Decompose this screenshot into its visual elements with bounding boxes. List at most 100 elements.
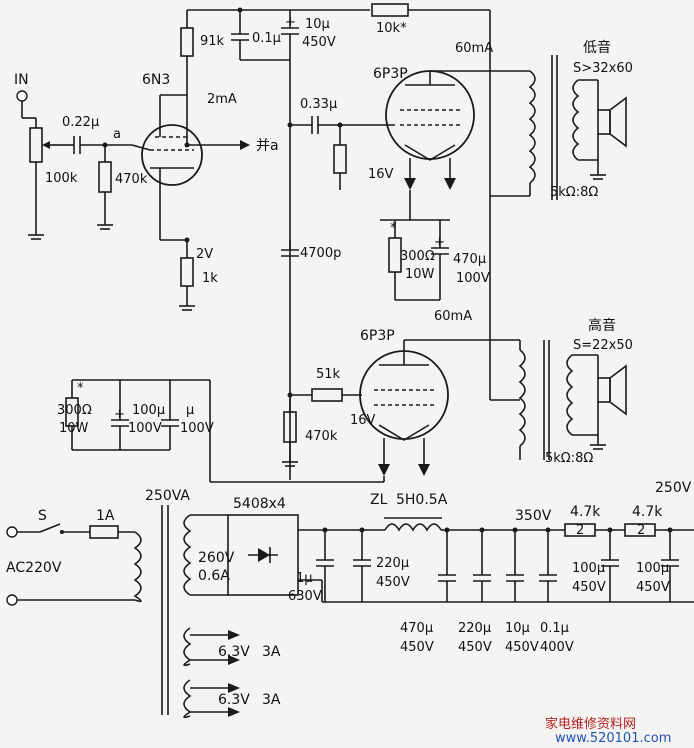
hv-secondary: 260V [198, 550, 235, 566]
bass-output-transformer [490, 55, 598, 200]
cathode3-voltage: 16V [350, 413, 376, 428]
lower-grid-network [282, 388, 362, 467]
tube2-label: 6P3P [373, 66, 408, 82]
cf8-rating: 450V [636, 580, 670, 595]
cf2-value: 220μ [376, 556, 409, 571]
cathode2-voltage: 16V [368, 167, 394, 182]
hv-secondary-current: 0.6A [198, 568, 230, 584]
pot-value: 100k [45, 171, 78, 186]
fuse-label: 1A [96, 508, 115, 524]
cap-4700p [281, 240, 299, 257]
choke-label: ZL [370, 492, 388, 508]
lower-tube-current: 60mA [434, 309, 472, 324]
bias-resistor-watt: 10W [59, 421, 89, 436]
plate-resistor-value: 91k [200, 34, 225, 49]
bass-speaker-icon [590, 80, 627, 180]
heater2-voltage: 6.3V [218, 692, 250, 708]
cap-4700p-value: 4700p [300, 246, 341, 261]
tube3-label: 6P3P [360, 328, 395, 344]
heater2-current: 3A [262, 692, 281, 708]
node-a-label: a [113, 127, 121, 142]
tube-6p3p-upper [385, 70, 490, 190]
input-coupling-cap [62, 136, 132, 154]
cathode1-voltage: 2V [196, 247, 213, 262]
bias-resistor: 300Ω [57, 403, 92, 418]
tube-6n3 [131, 95, 203, 240]
v350-label: 350V [515, 508, 552, 524]
cathode1-resistor-value: 1k [202, 271, 218, 286]
upper-cathode-cap: 470μ [453, 252, 486, 267]
lower-grid-resistor: 51k [316, 367, 341, 382]
svg-text:+: + [434, 235, 445, 250]
input-jack [16, 90, 36, 119]
treble-xf-ratio: 5kΩ:8Ω [545, 451, 593, 466]
upper-cathode-resistor: 300Ω [400, 249, 435, 264]
bass-label: 低音 [583, 39, 611, 56]
tube-6p3p-lower [359, 339, 520, 476]
tube2-current: 60mA [455, 41, 493, 56]
choke-rating: 5H0.5A [396, 492, 448, 508]
upper-cathode-resistor-watt: 10W [405, 267, 435, 282]
switch-label: S [38, 508, 47, 524]
treble-speaker-icon [590, 355, 627, 450]
cf4-rating: 450V [458, 640, 492, 655]
decoupling-cap-0.1u [231, 10, 249, 60]
treble-label: 高音 [588, 317, 616, 334]
cf6-rating: 400V [540, 640, 574, 655]
grid-leak-upper [333, 122, 347, 190]
heater1-voltage: 6.3V [218, 644, 250, 660]
cf3-value: 470μ [400, 621, 433, 636]
bridge-rectifier [227, 514, 322, 596]
watermark-cn: 家电维修资料网 [545, 716, 636, 732]
r-4.7k-b: 4.7k [632, 504, 663, 520]
grid-resistor-470k [97, 142, 113, 230]
filter-rail [321, 517, 694, 603]
cf1-rating: 630V [288, 589, 322, 604]
watermark-url: www.520101.com [555, 731, 671, 746]
r-small-b: 2 [637, 523, 645, 538]
bass-speaker-size: S>32x60 [573, 61, 633, 76]
output-a-label: 并a [256, 138, 279, 154]
dropping-resistor-value: 10k* [376, 21, 407, 36]
cf3-rating: 450V [400, 640, 434, 655]
bias-network-left: + [65, 379, 385, 483]
upper-cathode-cap-rating: 100V [456, 271, 490, 286]
mains-input [6, 523, 135, 606]
power-xf-rating: 250VA [145, 488, 190, 504]
bias-cap1-rating: 100V [128, 421, 162, 436]
bridge-label: 5408x4 [233, 496, 286, 512]
treble-speaker-size: S=22x50 [573, 338, 633, 353]
r-4.7k-a: 4.7k [570, 504, 601, 520]
bias-star: * [77, 381, 84, 396]
r-small-a: 2 [576, 523, 584, 538]
grid-resistor-value: 470k [115, 172, 148, 187]
cf7-value: 100μ [572, 561, 605, 576]
volume-pot [28, 118, 62, 240]
lower-grid-leak: 470k [305, 429, 338, 444]
decoupling-cap1-value: 0.1μ [252, 31, 281, 46]
cf7-rating: 450V [572, 580, 606, 595]
dropping-resistor-10k [371, 3, 491, 400]
tube1-current: 2mA [207, 92, 237, 107]
plate-resistor-91k [160, 10, 250, 150]
decoupling-cap-10u: + [281, 10, 299, 60]
cf4-value: 220μ [458, 621, 491, 636]
svg-text:+: + [285, 15, 296, 30]
decoupling-cap2-rating: 450V [302, 35, 336, 50]
upper-cathode-star: * [390, 221, 397, 236]
cf1-value: 1μ [296, 571, 313, 586]
bias-cap1: 100μ [132, 403, 165, 418]
cf2-rating: 450V [376, 575, 410, 590]
bass-xf-ratio: 5kΩ:8Ω [550, 185, 598, 200]
input-label: IN [14, 72, 29, 88]
input-cap-value: 0.22μ [62, 115, 99, 130]
cf6-value: 0.1μ [540, 621, 569, 636]
tube1-label: 6N3 [142, 72, 170, 88]
cf8-value: 100μ [636, 561, 669, 576]
filter-caps [316, 527, 679, 602]
decoupling-cap2-uF: 10μ [305, 17, 330, 32]
bias-cap2-rating: 100V [180, 421, 214, 436]
cf5-rating: 450V [505, 640, 539, 655]
